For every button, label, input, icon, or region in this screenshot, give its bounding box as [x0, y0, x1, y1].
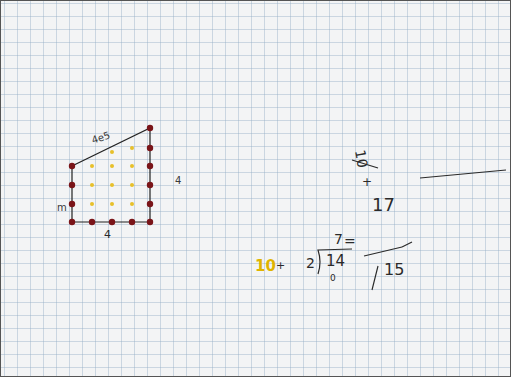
number-note: 15: [384, 262, 404, 278]
operator-note: +: [362, 176, 372, 188]
operator-note: =: [344, 234, 356, 248]
yellow-dots: [90, 146, 134, 206]
divisor-digit: 2: [306, 256, 315, 270]
side-label: 4: [104, 229, 111, 240]
red-dots: [69, 125, 153, 225]
dividend-number: 14: [326, 254, 345, 269]
side-label: m: [57, 203, 67, 213]
number-note: 10: [353, 149, 370, 169]
remainder-digit: 0: [330, 274, 336, 283]
trapezoid-figure: [72, 128, 150, 222]
number-note: 10: [255, 259, 276, 274]
quotient-digit: 7: [334, 232, 343, 246]
number-note: 17: [372, 196, 395, 214]
operator-note: +: [276, 260, 285, 271]
side-label: 4: [175, 176, 181, 186]
sum-strokes: [352, 160, 506, 290]
division-bracket: [318, 249, 352, 274]
